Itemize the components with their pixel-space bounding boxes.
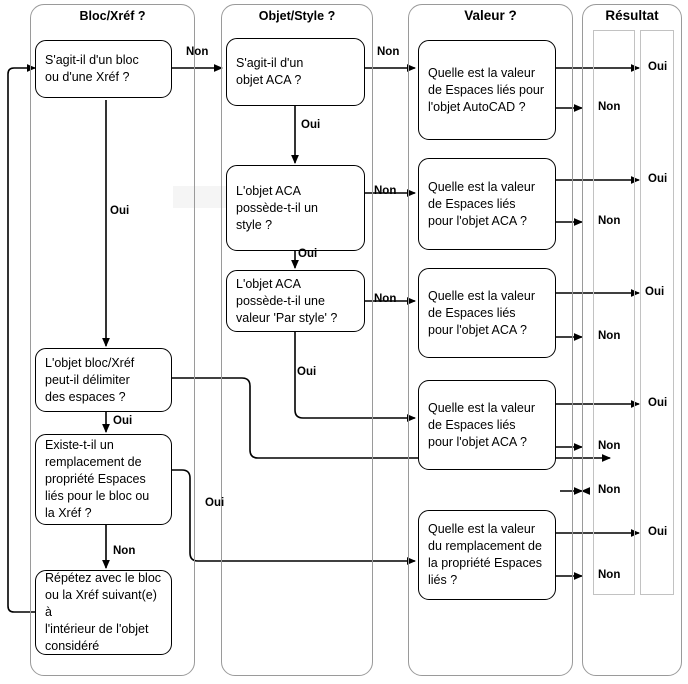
edge-label-q3-oui-right: Oui — [205, 497, 225, 509]
node-blocxref-q2-text: L'objet bloc/Xréf peut-il délimiter des … — [45, 355, 135, 404]
node-blocxref-q1[interactable]: S'agit-il d'un bloc ou d'une Xréf ? — [35, 40, 172, 98]
node-objetstyle-q1[interactable]: S'agit-il d'un objet ACA ? — [226, 38, 365, 106]
lane-valeur — [408, 4, 573, 676]
lane-bloc-xref — [30, 4, 195, 676]
lane-objet-style — [221, 4, 373, 676]
node-blocxref-q3[interactable]: Existe-t-il un remplacement de propriété… — [35, 434, 172, 525]
edge-label-style-non: Non — [374, 185, 397, 197]
node-valeur-q2[interactable]: Quelle est la valeur de Espaces liés pou… — [418, 158, 556, 250]
lane-title-resultat: Résultat — [605, 8, 659, 23]
node-blocxref-q1-text: S'agit-il d'un bloc ou d'une Xréf ? — [45, 53, 139, 84]
result-label-7: Oui — [648, 397, 668, 409]
node-objetstyle-q3[interactable]: L'objet ACA possède-t-il une valeur 'Par… — [226, 270, 365, 332]
result-column-non — [593, 30, 635, 595]
result-label-8: Non — [598, 440, 621, 452]
lane-title-objet-style: Objet/Style ? — [258, 9, 336, 23]
node-valeur-q3-text: Quelle est la valeur de Espaces liés pou… — [428, 288, 536, 337]
node-valeur-q1-text: Quelle est la valeur de Espaces liés pou… — [428, 65, 545, 114]
node-objetstyle-q2-text: L'objet ACA possède-t-il un style ? — [236, 183, 318, 232]
edge-label-q2-oui: Oui — [113, 415, 133, 427]
edge-label-blocxref-oui: Oui — [110, 205, 130, 217]
node-valeur-q5-text: Quelle est la valeur du remplacement de … — [428, 522, 542, 587]
edge-label-q3-non: Non — [113, 545, 136, 557]
edge-label-objetaca-oui: Oui — [301, 119, 321, 131]
render-artifact — [173, 186, 231, 208]
result-label-2: Non — [598, 101, 621, 113]
result-label-4: Non — [598, 215, 621, 227]
connector-parstyle-oui — [294, 332, 416, 422]
lane-resultat — [582, 4, 682, 676]
node-blocxref-q2[interactable]: L'objet bloc/Xréf peut-il délimiter des … — [35, 348, 172, 412]
node-valeur-q3[interactable]: Quelle est la valeur de Espaces liés pou… — [418, 268, 556, 358]
node-blocxref-q4-text: Répétez avec le bloc ou la Xréf suivant(… — [45, 571, 162, 653]
node-valeur-q4-text: Quelle est la valeur de Espaces liés pou… — [428, 400, 536, 449]
node-objetstyle-q1-text: S'agit-il d'un objet ACA ? — [236, 56, 304, 87]
edge-label-blocxref-non: Non — [186, 46, 209, 58]
result-label-5: Oui — [645, 286, 665, 298]
result-label-10: Oui — [648, 526, 668, 538]
result-column-oui — [640, 30, 674, 595]
node-valeur-q4[interactable]: Quelle est la valeur de Espaces liés pou… — [418, 380, 556, 470]
connector-feedback-loop — [7, 64, 40, 613]
connector-q2-right-to-result — [172, 377, 611, 462]
node-objetstyle-q3-text: L'objet ACA possède-t-il une valeur 'Par… — [236, 276, 338, 325]
lane-title-bloc-xref: Bloc/Xréf ? — [79, 9, 146, 23]
result-label-9: Non — [598, 484, 621, 496]
node-valeur-q5[interactable]: Quelle est la valeur du remplacement de … — [418, 510, 556, 600]
result-label-3: Oui — [648, 173, 668, 185]
node-valeur-q2-text: Quelle est la valeur de Espaces liés pou… — [428, 179, 536, 228]
edge-label-parstyle-non: Non — [374, 293, 397, 305]
node-blocxref-q4[interactable]: Répétez avec le bloc ou la Xréf suivant(… — [35, 570, 172, 655]
result-label-6: Non — [598, 330, 621, 342]
result-label-1: Oui — [648, 61, 668, 73]
lane-title-valeur: Valeur ? — [464, 8, 517, 23]
edge-label-parstyle-oui: Oui — [297, 366, 317, 378]
edge-label-style-oui: Oui — [298, 248, 318, 260]
node-objetstyle-q2[interactable]: L'objet ACA possède-t-il un style ? — [226, 165, 365, 251]
node-blocxref-q3-text: Existe-t-il un remplacement de propriété… — [45, 438, 150, 520]
node-valeur-q1[interactable]: Quelle est la valeur de Espaces liés pou… — [418, 40, 556, 140]
edge-label-objetaca-non: Non — [377, 46, 400, 58]
result-label-11: Non — [598, 569, 621, 581]
